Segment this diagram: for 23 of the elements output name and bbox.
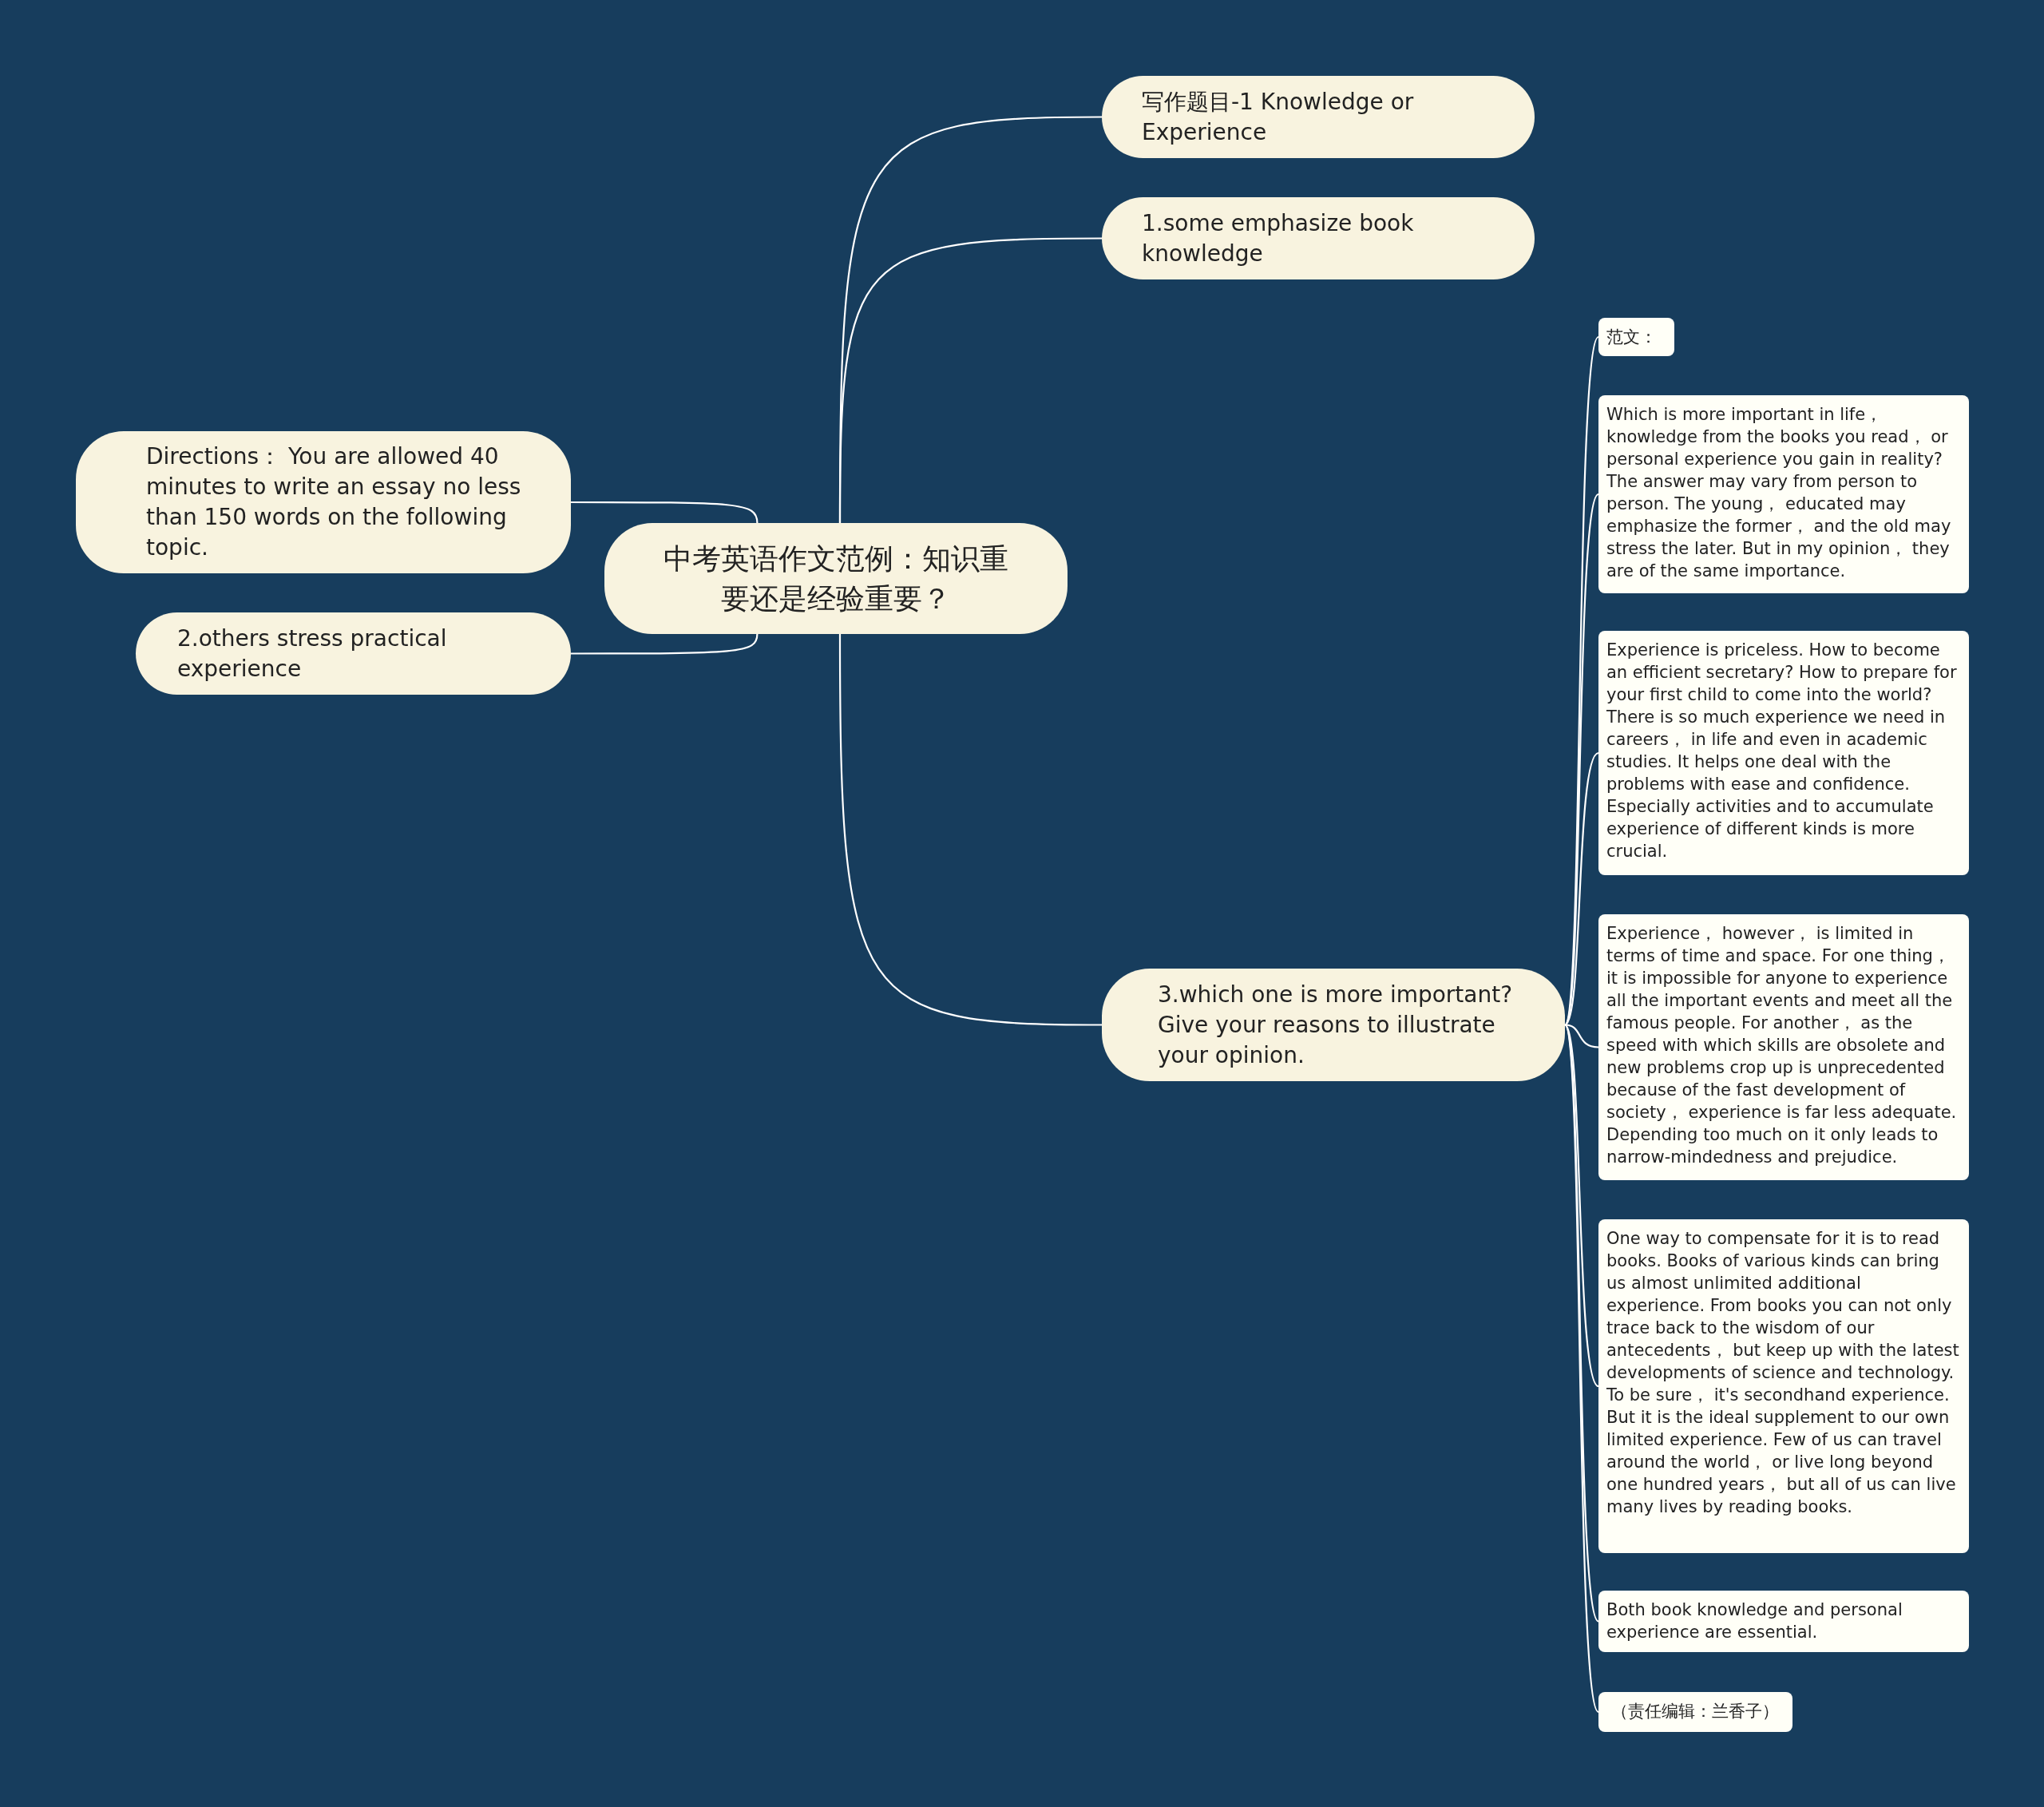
connector-line bbox=[571, 501, 759, 524]
connector-line bbox=[571, 633, 759, 655]
connector-line bbox=[1564, 1024, 1599, 1048]
connector-line bbox=[1563, 1024, 1600, 1713]
connector-line bbox=[838, 634, 1102, 1026]
note-card: （责任编辑：兰香子） bbox=[1598, 1692, 1792, 1732]
connector-line bbox=[1564, 752, 1599, 1026]
note-card: One way to compensate for it is to read books. Books of various kinds can bring us almost unlimited additional experience. From books you can not only trace back to the wisdom of our antecedents， but keep up with the latest developments of science and technology. To be sure， it's secondhand experience. But it is the ideal supplement to our own limited experience. Few of us can travel around the world， or live long beyond one hundred years， but all of us can live many lives by reading books. bbox=[1598, 1219, 1969, 1553]
connector-line bbox=[1563, 336, 1600, 1025]
note-card: Experience， however， is limited in terms of time and space. For one thing， it is impossible for anyone to experience all the important events and meet all the famous people. For another， as the speed with which skills are obsolete and new problems crop up is unprecedented because of the fast development of society， experience is far less adequate. Depending too much on it only leads to narrow-mindedness and prejudice. bbox=[1598, 914, 1969, 1180]
note-card: 范文： bbox=[1598, 318, 1674, 356]
central-topic-node: 中考英语作文范例：知识重要还是经验重要？ bbox=[604, 523, 1068, 634]
note-card: Experience is priceless. How to become an efficient secretary? How to prepare for your first child to come into the world? There is so much experience we need in careers， in life and even in academic studies. It helps one deal with the problems with ease and confidence. Especially activities and to accumulate experience of different kinds is more crucial. bbox=[1598, 631, 1969, 875]
topic-node: 写作题目-1 Knowledge or Experience bbox=[1102, 76, 1535, 158]
connector-line bbox=[1564, 1024, 1599, 1387]
connector-line bbox=[838, 237, 1102, 523]
connector-line bbox=[1563, 493, 1599, 1025]
topic-node: 1.some emphasize book knowledge bbox=[1102, 197, 1535, 279]
topic-node: 3.which one is more important? Give your reasons to illustrate your opinion. bbox=[1102, 969, 1565, 1081]
topic-node: Directions： You are allowed 40 minutes to write an essay no less than 150 words on the following topic. bbox=[76, 431, 571, 573]
topic-node: 2.others stress practical experience bbox=[136, 612, 571, 695]
note-card: Which is more important in life， knowledge from the books you read， or personal experience you gain in reality? The answer may vary from person to person. The young， educated may emphasize the former， and the old may stress the later. But in my opinion， they are of the same importance. bbox=[1598, 395, 1969, 593]
note-card: Both book knowledge and personal experience are essential. bbox=[1598, 1591, 1969, 1652]
